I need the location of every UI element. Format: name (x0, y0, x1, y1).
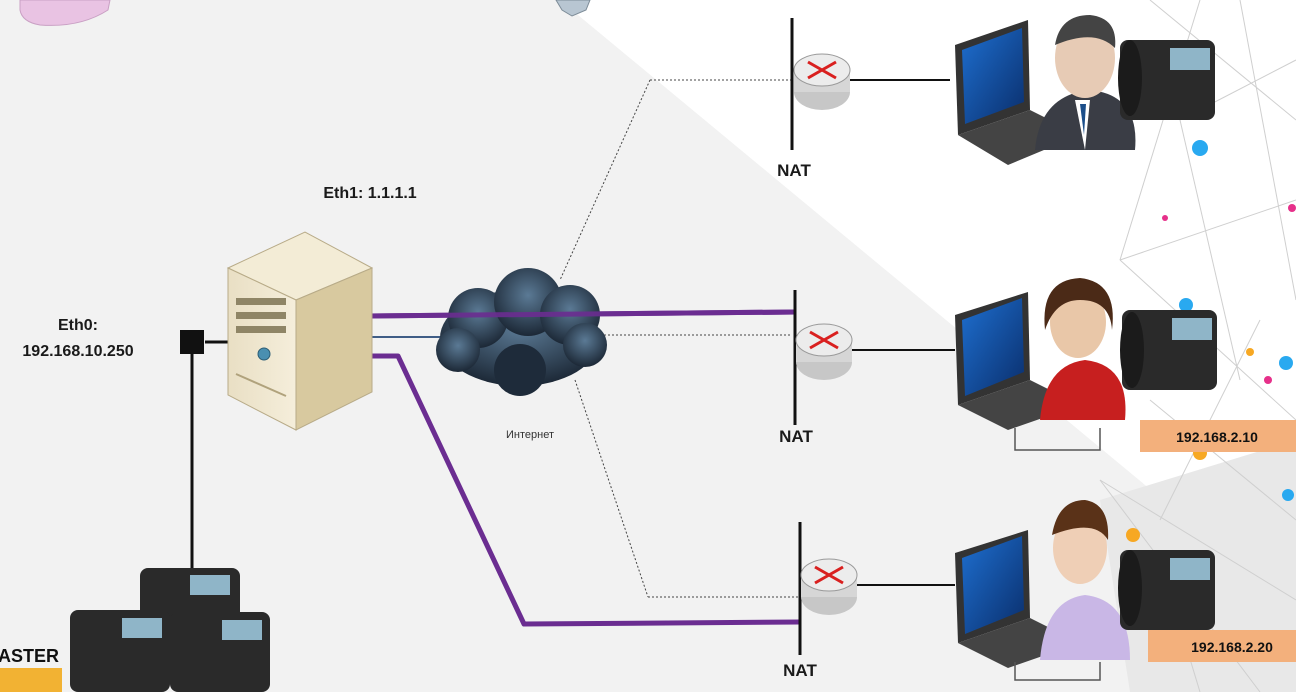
client-2-ip: 192.168.2.10 (1176, 429, 1258, 445)
nat-router-2 (793, 290, 955, 425)
nat-router-3 (798, 522, 955, 655)
partial-device-icon (555, 0, 591, 17)
nat-router-1 (790, 18, 950, 150)
internet-cloud-icon (436, 268, 607, 396)
ip-phone-icon (1118, 40, 1215, 120)
nat-label-3: NAT (783, 661, 817, 680)
client-3 (955, 500, 1215, 681)
nat-label-2: NAT (779, 427, 813, 446)
eth0-label: Eth0: (58, 317, 98, 334)
brand-stripe (0, 668, 62, 692)
eth1-label: Eth1: 1.1.1.1 (323, 185, 416, 202)
client-1 (955, 15, 1215, 165)
eth0-ip-label: 192.168.10.250 (22, 343, 133, 360)
businessman-avatar (1035, 15, 1136, 150)
client-3-ip: 192.168.2.20 (1191, 639, 1273, 655)
ip-phone-icon (1118, 550, 1215, 630)
office-phones-icon (70, 568, 270, 692)
nat-label-1: NAT (777, 161, 811, 180)
man-avatar (1040, 500, 1130, 660)
lan-link (190, 340, 230, 600)
eth0-port (180, 330, 204, 354)
internet-label: Интернет (506, 429, 554, 441)
client-2 (955, 278, 1217, 451)
dotted-links (559, 79, 800, 598)
ip-phone-icon (1120, 310, 1217, 390)
partial-user-icon (19, 0, 111, 26)
businesswoman-avatar (1040, 278, 1126, 420)
pbx-server-icon (226, 231, 374, 431)
ip-badge-3 (1148, 630, 1296, 662)
brand-fragment: ASTER (0, 646, 59, 666)
ip-badge-2 (1140, 420, 1296, 452)
laptop-icon (955, 292, 1080, 430)
